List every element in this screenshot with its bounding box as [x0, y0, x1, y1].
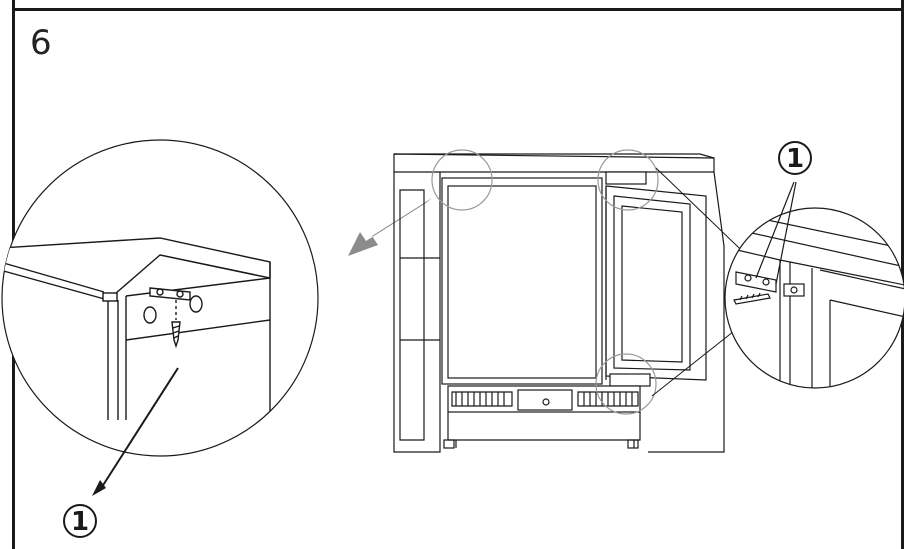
callout-marker-right: 1 — [778, 141, 812, 175]
callout-label-left: 1 — [71, 507, 89, 537]
frame-right-border — [901, 0, 904, 549]
frame-top-border — [12, 8, 904, 11]
step-number: 6 — [30, 23, 52, 63]
move-direction-arrow — [348, 198, 432, 256]
callout-label-right: 1 — [786, 144, 804, 174]
left-detail-circle — [1, 139, 319, 496]
callout-marker-left: 1 — [63, 504, 97, 538]
appliance-drawing — [393, 149, 763, 453]
right-detail-circle — [724, 181, 904, 389]
